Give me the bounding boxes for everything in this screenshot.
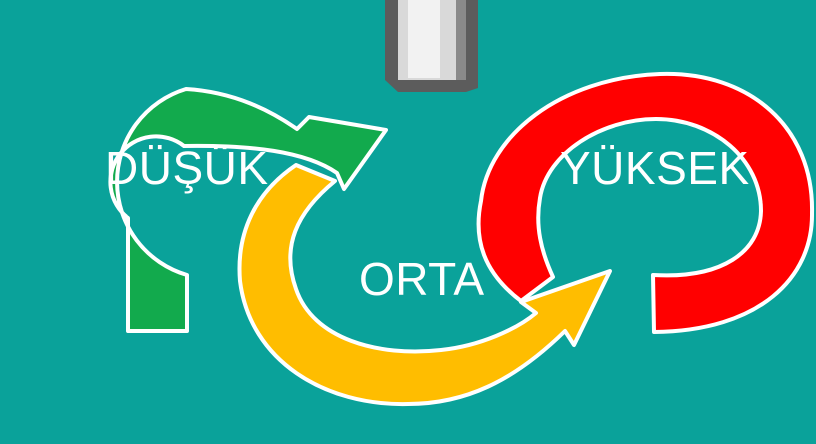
low-label: DÜŞÜK [105,142,269,194]
low-arrow [108,87,388,333]
medium-arrow [237,163,612,407]
high-label: YÜKSEK [560,142,750,194]
device-icon [385,0,478,92]
medium-label: ORTA [359,253,485,305]
high-arrow [476,71,815,334]
